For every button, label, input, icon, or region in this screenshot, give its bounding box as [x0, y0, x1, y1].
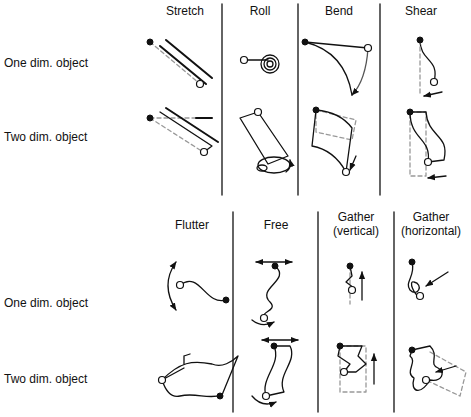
- illustration-stroke: [201, 149, 208, 156]
- illustration-stroke: [305, 42, 352, 95]
- illustration-stroke: [302, 39, 308, 45]
- illustration-stroke: [340, 346, 366, 392]
- illustration-stroke: [417, 37, 423, 43]
- illustration-stroke: [407, 109, 413, 115]
- illustration-stroke: [168, 262, 176, 310]
- illustration-stroke: [263, 393, 270, 400]
- column-heading: Shear: [381, 4, 461, 18]
- illustration-stroke: [365, 45, 372, 52]
- illustration-stroke: [180, 281, 226, 300]
- illustration-stroke: [349, 287, 356, 294]
- illustration-stroke: [312, 110, 352, 172]
- illustration-stroke: [424, 92, 442, 96]
- illustration-stroke: [361, 272, 362, 300]
- illustration-stroke: [436, 366, 456, 372]
- illustration-stroke: [272, 263, 278, 269]
- illustration-stroke: [264, 266, 280, 316]
- illustration-stroke: [409, 347, 415, 353]
- illustration-stroke: [410, 346, 442, 390]
- illustration-stroke: [426, 352, 466, 396]
- illustration-stroke: [147, 115, 153, 121]
- illustration-stroke: [267, 61, 273, 67]
- illustration-stroke: [426, 272, 448, 286]
- illustration-stroke: [241, 57, 248, 64]
- illustration-stroke: [425, 159, 432, 166]
- column-heading: Flutter: [157, 218, 227, 232]
- column-heading: Stretch: [150, 4, 220, 18]
- illustration-stroke: [286, 160, 291, 172]
- illustration-stroke: [420, 40, 435, 82]
- illustration-stroke: [343, 169, 350, 176]
- illustration-stroke: [257, 165, 267, 171]
- illustration-stroke: [313, 107, 319, 113]
- row-label: One dim. object: [4, 296, 88, 310]
- illustration-stroke: [350, 156, 356, 170]
- illustration-stroke: [341, 369, 348, 376]
- illustration-stroke: [428, 176, 446, 178]
- column-heading: Gather (horizontal): [397, 210, 465, 238]
- illustration-stroke: [423, 377, 430, 384]
- illustration-stroke: [258, 157, 290, 173]
- row-label: One dim. object: [4, 56, 88, 70]
- illustration-stroke: [159, 377, 166, 384]
- illustration-stroke: [196, 117, 212, 119]
- illustration-stroke: [150, 117, 196, 118]
- illustration-stroke: [256, 261, 292, 262]
- column-separator: [297, 4, 298, 195]
- illustration-stroke: [373, 354, 374, 384]
- illustration-stroke: [410, 112, 426, 176]
- illustration-stroke: [147, 37, 423, 399]
- illustration-stroke: [177, 282, 184, 289]
- column-heading: Free: [241, 218, 311, 232]
- illustration-stroke: [261, 315, 268, 322]
- row-label: Two dim. object: [4, 372, 87, 386]
- illustration-stroke: [338, 346, 366, 372]
- illustration-stroke: [409, 259, 415, 265]
- illustration-stroke: [419, 40, 420, 94]
- column-heading: Roll: [225, 4, 295, 18]
- illustration-stroke: [264, 58, 276, 70]
- illustration-stroke: [217, 393, 223, 399]
- illustration-stroke: [337, 343, 343, 349]
- illustration-stroke: [162, 356, 238, 397]
- illustration-stroke: [261, 55, 279, 73]
- column-separator: [232, 212, 233, 412]
- illustration-stroke: [197, 81, 204, 88]
- illustration-stroke: [410, 112, 445, 162]
- illustration-stroke: [347, 263, 353, 269]
- illustration-stroke: [166, 108, 218, 142]
- illustration-stroke: [417, 293, 424, 300]
- column-separator: [379, 4, 380, 195]
- illustration-stroke: [352, 48, 368, 95]
- illustration-stroke: [408, 262, 420, 296]
- illustration-stroke: [147, 39, 153, 45]
- illustration-stroke: [271, 343, 277, 349]
- illustration-stroke: [160, 46, 206, 84]
- column-heading: Gather (vertical): [326, 210, 386, 238]
- column-separator: [393, 212, 394, 412]
- illustration-stroke: [255, 109, 262, 116]
- illustration-stroke: [240, 112, 288, 164]
- column-separator: [317, 212, 318, 412]
- column-heading: Bend: [304, 4, 374, 18]
- illustration-stroke: [223, 297, 229, 303]
- illustration-stroke: [150, 4, 466, 412]
- illustration-stroke: [262, 339, 298, 340]
- illustration-stroke: [431, 79, 438, 86]
- illustration-stroke: [166, 40, 212, 78]
- row-label: Two dim. object: [4, 130, 87, 144]
- illustration-stroke: [265, 346, 292, 396]
- column-separator: [221, 4, 222, 195]
